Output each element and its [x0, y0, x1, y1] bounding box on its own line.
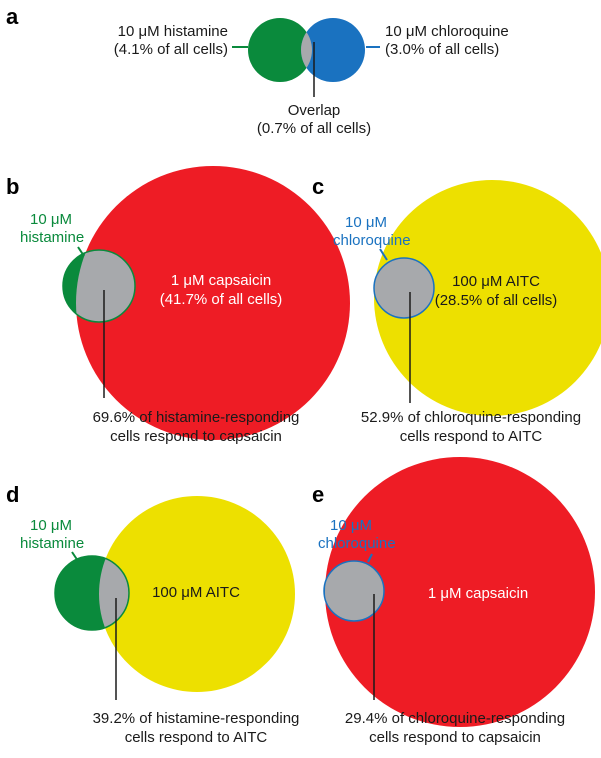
histamine-outline — [54, 555, 130, 631]
callout-line2: cells respond to capsaicin — [110, 428, 282, 445]
chloroquine-outline — [323, 560, 385, 622]
histamine-outline — [62, 249, 136, 323]
overlap-region — [374, 258, 434, 318]
callout-line1: 69.6% of histamine-responding — [93, 409, 300, 426]
panel-c: c 10 μM chloroquine 100 μM AITC (28.5% o… — [312, 174, 601, 445]
aitc-label-line2: (28.5% of all cells) — [435, 292, 558, 309]
callout-line2: cells respond to capsaicin — [369, 729, 541, 746]
panel-letter-b: b — [6, 174, 19, 199]
histamine-label-line2: histamine — [20, 535, 84, 552]
panel-d: d 10 μM histamine 100 μM AITC 39.2% of h… — [6, 482, 299, 746]
overlap-region — [76, 250, 135, 322]
panel-letter-d: d — [6, 482, 19, 507]
capsaicin-label-line1: 1 μM capsaicin — [171, 272, 271, 289]
chloroquine-label-line1: 10 μM chloroquine — [385, 23, 509, 40]
callout-line2: cells respond to AITC — [400, 428, 543, 445]
overlap-region — [99, 556, 129, 630]
chloroquine-label-line1: 10 μM — [345, 214, 387, 231]
panel-b: b 10 μM histamine 1 μM capsaicin (41.7% … — [6, 166, 350, 445]
chloroquine-label-line2: chloroquine — [333, 232, 411, 249]
chloroquine-outline — [373, 257, 435, 319]
chloroquine-label-line1: 10 μM — [330, 517, 372, 534]
aitc-circle — [99, 496, 295, 692]
panel-letter-a: a — [6, 4, 19, 29]
chloroquine-label-line2: (3.0% of all cells) — [385, 41, 499, 58]
chloroquine-label-line2: chloroquine — [318, 535, 396, 552]
histamine-circle — [248, 18, 312, 82]
chloroquine-leader-line — [379, 248, 388, 261]
chloroquine-leader-line — [367, 553, 373, 563]
histamine-label-line2: (4.1% of all cells) — [114, 41, 228, 58]
callout-line1: 39.2% of histamine-responding — [93, 710, 300, 727]
histamine-label-line1: 10 μM — [30, 517, 72, 534]
panel-e: e 10 μM chloroquine 1 μM capsaicin 29.4%… — [312, 457, 595, 746]
aitc-label-line1: 100 μM AITC — [452, 273, 540, 290]
capsaicin-circle — [76, 166, 350, 440]
capsaicin-circle — [325, 457, 595, 727]
panel-letter-c: c — [312, 174, 324, 199]
histamine-leader-line — [71, 551, 79, 562]
histamine-label-line2: histamine — [20, 229, 84, 246]
panel-letter-e: e — [312, 482, 324, 507]
panel-a: a 10 μM histamine (4.1% of all cells) 10… — [6, 4, 509, 137]
overlap-label-line1: Overlap — [288, 102, 341, 119]
capsaicin-label-line2: (41.7% of all cells) — [160, 291, 283, 308]
chloroquine-circle — [301, 18, 365, 82]
overlap-region — [325, 561, 384, 621]
overlap-label-line2: (0.7% of all cells) — [257, 120, 371, 137]
capsaicin-label: 1 μM capsaicin — [428, 585, 528, 602]
histamine-leader-line — [77, 246, 85, 257]
aitc-circle — [374, 180, 601, 416]
callout-line1: 52.9% of chloroquine-responding — [361, 409, 581, 426]
histamine-label-line1: 10 μM histamine — [118, 23, 228, 40]
callout-line1: 29.4% of chloroquine-responding — [345, 710, 565, 727]
histamine-label-line1: 10 μM — [30, 211, 72, 228]
callout-line2: cells respond to AITC — [125, 729, 268, 746]
aitc-label: 100 μM AITC — [152, 584, 240, 601]
